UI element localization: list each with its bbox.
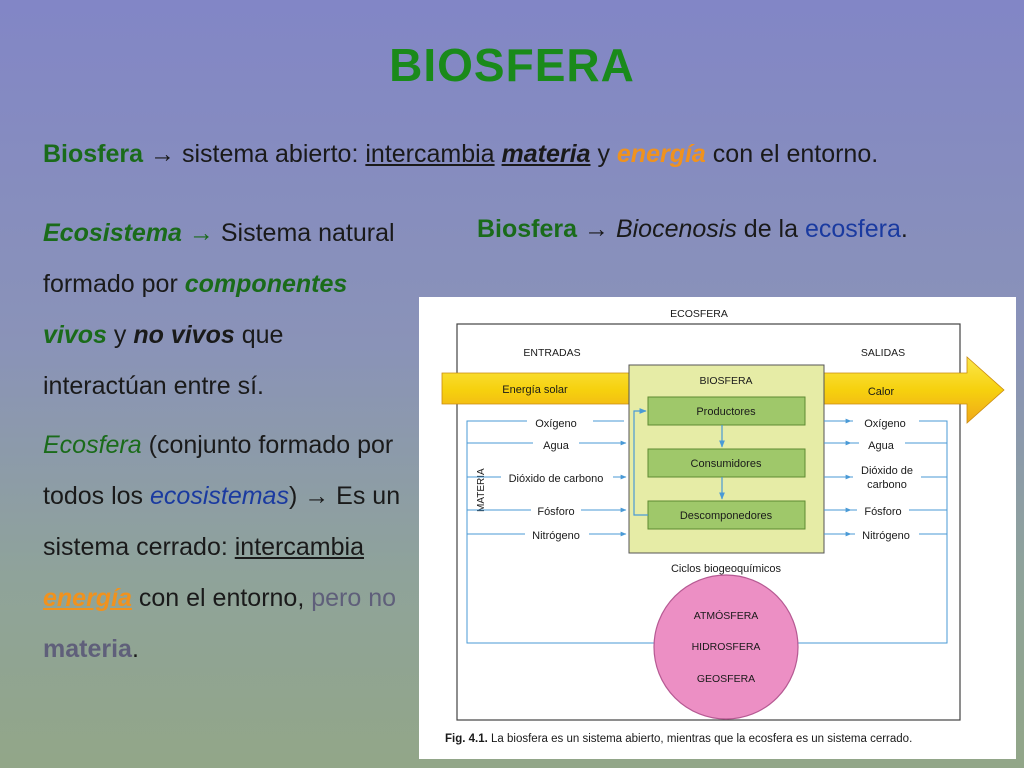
ecosfera-term: Ecosfera [43,431,142,459]
label-bg [525,527,589,541]
biosfera-term: Biosfera [43,140,144,168]
recycle-arrow [633,408,648,516]
de-la: de la [736,215,805,243]
ecosistema-paragraph: Ecosistema → Sistema natural formado por… [43,208,408,412]
slide-title: BIOSFERA [389,39,635,91]
ecosistema-text-1: Sistema natural formado por [43,219,395,298]
input-dioxido: Dióxido de carbono [509,473,604,485]
ecosfera-diagram: ECOSFERA ENTRADAS SALIDAS Energía solar … [441,308,1005,721]
label-bg [527,414,593,428]
calor-label: Calor [868,386,895,398]
caption-fig-number: Fig. 4.1. [445,733,488,745]
geosfera-label: GEOSFERA [697,673,755,685]
ecosfera-text-1: (conjunto formado por todos los [43,431,394,510]
output-agua: Agua [868,440,895,452]
componentes-vivos: componentes vivos [43,270,348,349]
energia-solar-label: Energía solar [502,384,568,396]
label-bg [853,462,921,492]
label-bg [531,503,581,517]
definition-text: → sistema abierto: [143,140,366,168]
ecosfera-paragraph: Ecosfera (conjunto formado por todos los… [43,420,408,675]
materia-word-2: materia [43,635,132,663]
ecosfera-label: ECOSFERA [670,308,728,320]
hidrosfera-label: HIDROSFERA [692,641,761,653]
output-fosforo: Fósforo [864,506,901,518]
ecosistemas-word: ecosistemas [150,482,289,510]
figure-caption: Fig. 4.1. La biosfera es un sistema abie… [445,733,912,745]
input-agua: Agua [543,440,570,452]
ecosfera-text-2: ) → Es un sistema cerrado: [43,482,401,561]
biosfera-biocenosis-line: Biosfera → Biocenosis de la ecosfera. [477,215,908,244]
right-period: . [900,215,908,243]
ecosfera-word: ecosfera [804,215,901,243]
productores-node [647,396,806,426]
ciclos-label: Ciclos biogeoquímicos [671,563,782,575]
ecosistema-y: y [106,321,134,349]
input-lines [467,440,627,537]
consumidores-node [647,448,806,478]
ecosfera-box [456,323,961,721]
label-bg [857,503,909,517]
intercambia-word: intercambia [365,140,495,168]
period: . [131,635,139,663]
ecosfera-text-3: con el entorno, [131,584,312,612]
energia-word-2: energía [43,584,132,612]
descomponedores-label: Descomponedores [680,510,773,522]
input-nitrogeno: Nitrógeno [532,530,580,542]
materia-label: MATERIA [476,468,487,512]
ecosistema-term: Ecosistema [43,219,182,247]
right-arrow: → [577,215,616,243]
label-bg [501,470,613,484]
geo-spheres-circle [653,574,799,720]
salidas-label: SALIDAS [861,347,905,359]
input-oxigeno: Oxígeno [535,418,577,430]
label-bg [855,527,919,541]
biosfera-definition: Biosfera → sistema abierto: intercambia … [43,140,878,169]
conjunction-y: y [590,140,617,168]
input-fosforo: Fósforo [537,506,574,518]
biosfera-label: BIOSFERA [699,375,752,387]
label-bg [859,436,905,450]
caption-text: La biosfera es un sistema abierto, mient… [487,733,913,745]
definition-rest: con el entorno. [705,140,879,168]
no-vivos: no vivos [133,321,235,349]
output-dioxido-2: carbono [867,479,907,491]
biocenosis-word: Biocenosis [615,215,737,243]
consumidores-label: Consumidores [691,458,762,470]
materia-word: materia [501,140,591,168]
productores-label: Productores [696,406,756,418]
label-bg [533,436,579,450]
intercambia-word-2: intercambia [234,533,364,561]
ecosistema-text-2: que interactúan entre sí. [43,321,284,400]
label-bg [853,414,919,428]
output-nitrogeno: Nitrógeno [862,530,910,542]
biosfera-term-2: Biosfera [477,215,578,243]
ecosistema-arrow: → [181,219,221,247]
entradas-label: ENTRADAS [523,347,580,359]
pero-no: pero no [311,584,397,612]
ecosfera-figure: ECOSFERA ENTRADAS SALIDAS Energía solar … [419,297,1016,759]
energia-word: energía [616,140,706,168]
left-column: Ecosistema → Sistema natural formado por… [43,208,408,675]
output-dioxido-1: Dióxido de [861,465,913,477]
output-oxigeno: Oxígeno [864,418,906,430]
atmosfera-label: ATMÓSFERA [694,609,759,622]
